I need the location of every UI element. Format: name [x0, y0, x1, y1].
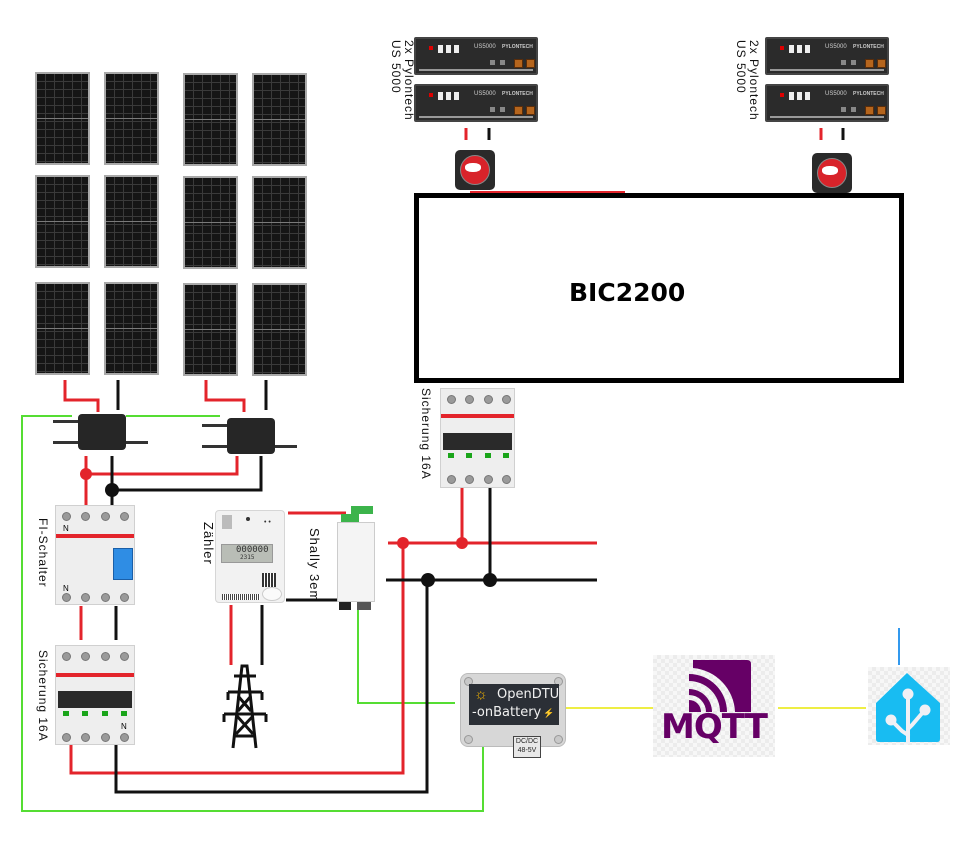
home-assistant-logo: [868, 667, 950, 745]
battery-module: US5000 PYLONTECH: [414, 84, 538, 122]
mqtt-label: MQTT: [661, 707, 768, 747]
junction-dot: [105, 483, 119, 497]
neutral-mark: N: [121, 722, 127, 731]
solar-panel-icon: [252, 283, 307, 376]
sun-icon: ☼: [474, 686, 488, 703]
rcd-breaker: N N: [55, 505, 135, 605]
solar-panel-icon: [35, 282, 90, 375]
microinverter-icon: [202, 418, 297, 454]
junction-dot: [421, 573, 435, 587]
solar-panel-icon: [104, 282, 159, 375]
power-pylon-icon: [222, 664, 268, 749]
phase-wire: [63, 128, 823, 775]
meter-label: Zähler: [201, 522, 216, 565]
battery-disconnect-switch-icon: [812, 153, 852, 193]
shelly-3em-device: [337, 506, 377, 612]
bic2200-charger-box: BIC2200: [414, 193, 904, 383]
opendtu-subtitle: -onBattery: [472, 705, 542, 720]
solar-panel-icon: [183, 73, 238, 166]
fuse-breaker-left: N: [55, 645, 135, 745]
electricity-meter: • • 000000 2315: [215, 510, 285, 603]
solar-panel-icon: [35, 175, 90, 268]
home-assistant-icon: [876, 673, 940, 744]
solar-panel-icon: [104, 72, 159, 165]
mqtt-logo: MQTT: [653, 655, 775, 757]
junction-dot: [483, 573, 497, 587]
fuse-right-label: Sicherung 16A: [419, 388, 433, 480]
battery-module: US5000 PYLONTECH: [765, 37, 889, 75]
rcd-label: FI-Schalter: [36, 518, 50, 588]
bic2200-label: BIC2200: [569, 278, 686, 307]
fuse-breaker-right: [440, 388, 515, 488]
battery-module: US5000 PYLONTECH: [414, 37, 538, 75]
solar-panel-icon: [183, 283, 238, 376]
battery-disconnect-switch-icon: [455, 150, 495, 190]
opendtu-screen: ☼ OpenDTU -onBattery ⚡: [469, 684, 559, 725]
green-data-wire: [21, 415, 484, 812]
battery-module: US5000 PYLONTECH: [765, 84, 889, 122]
solar-panel-icon: [252, 176, 307, 269]
junction-dot: [80, 468, 92, 480]
junction-dot: [397, 537, 409, 549]
junction-dot: [456, 537, 468, 549]
meter-display: 000000 2315: [221, 544, 273, 563]
solar-panel-icon: [183, 176, 238, 269]
fuse-left-label: Sicherung 16A: [36, 650, 50, 742]
solar-panel-icon: [252, 73, 307, 166]
neutral-mark: N: [63, 524, 69, 533]
microinverter-icon: [53, 414, 148, 450]
shelly-label: Shally 3em: [307, 528, 322, 603]
opendtu-title: OpenDTU: [497, 687, 560, 702]
solar-panel-icon: [104, 175, 159, 268]
battery-charge-icon: ⚡: [543, 708, 555, 718]
neutral-mark: N: [63, 584, 69, 593]
mqtt-signal-icon: [689, 660, 751, 712]
solar-panel-icon: [35, 72, 90, 165]
